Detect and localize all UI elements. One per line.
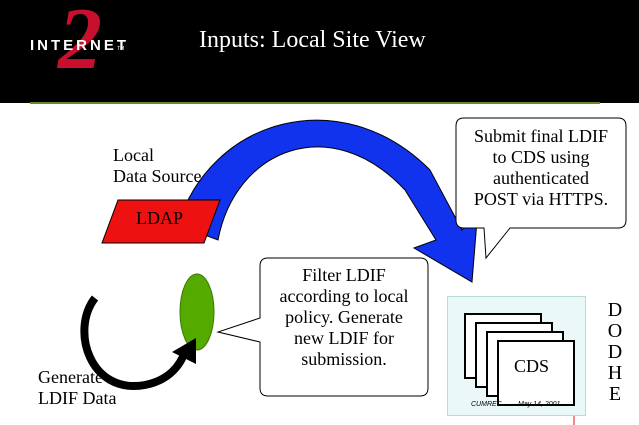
filter-callout (216, 257, 429, 397)
submit-callout-text: Submit final LDIF to CDS using authentic… (473, 126, 609, 209)
submit-arrow (177, 119, 479, 283)
side-letter: D (607, 299, 623, 321)
generate-arrow (80, 295, 189, 391)
footer-right: May 14, 2001 (518, 401, 561, 408)
header-divider (30, 102, 600, 104)
cds-card-4 (497, 340, 575, 406)
logo-numeral: 2 (56, 0, 102, 88)
side-letter: E (608, 383, 622, 405)
ldap-label: LDAP (136, 208, 184, 228)
page-title: Inputs: Local Site View (199, 27, 426, 53)
generate-arrowhead (172, 338, 196, 364)
side-letter: D (607, 341, 623, 363)
logo-word: INTERNET (30, 37, 129, 54)
logo-tm: TM (117, 46, 124, 52)
ldap-shape (101, 199, 221, 244)
filter-node (179, 273, 215, 351)
submit-callout (455, 117, 627, 260)
side-letter: H (607, 362, 623, 384)
internet2-logo: 2 INTERNET TM (30, 0, 129, 88)
side-letters: D O D H E (600, 300, 630, 405)
footer-left: CUMREC (471, 401, 502, 408)
local-data-source-label: Local Data Source (113, 145, 202, 186)
side-letter: O (607, 320, 623, 342)
generate-ldif-label: Generate LDIF Data (38, 367, 117, 408)
header-bar: 2 INTERNET TM Inputs: Local Site View (0, 0, 639, 103)
cds-label: CDS (514, 356, 550, 376)
filter-callout-text: Filter LDIF according to local policy. G… (279, 265, 409, 369)
